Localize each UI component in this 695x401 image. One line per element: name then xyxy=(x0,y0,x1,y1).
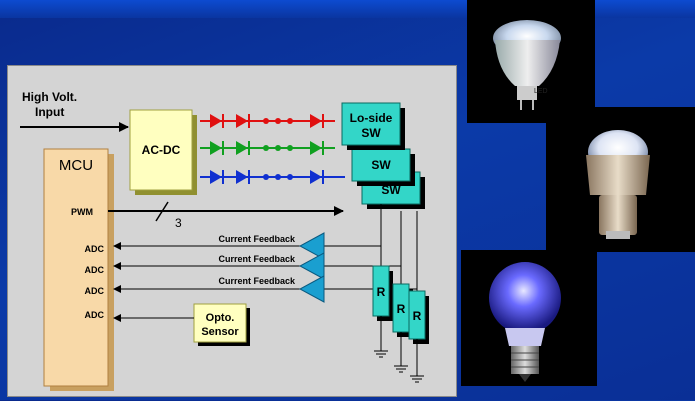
loside-label-line1: Lo-side xyxy=(350,111,393,125)
led-string-green xyxy=(200,141,335,155)
acdc-label: AC-DC xyxy=(142,143,181,157)
spot-body xyxy=(495,40,560,86)
sw2-block xyxy=(351,148,411,182)
acdc-block xyxy=(129,109,193,191)
mcu-block xyxy=(43,148,109,387)
resistor-2-label: R xyxy=(397,302,406,316)
resistor-1-label: R xyxy=(377,285,386,299)
feedback-label-3: Current Feedback xyxy=(218,276,296,286)
opto-label-line2: Sensor xyxy=(201,326,239,338)
amplifier-2 xyxy=(298,252,325,280)
circuit-diagram: High Volt. Input MCU PWM ADC ADC ADC ADC… xyxy=(20,90,429,391)
led-string-blue xyxy=(200,170,345,184)
feedback-label-2: Current Feedback xyxy=(218,254,296,264)
loside-switch-block xyxy=(341,102,401,146)
amplifier-1 xyxy=(298,232,325,260)
adc-label-1: ADC xyxy=(85,244,105,254)
ground-symbol-2 xyxy=(394,332,408,373)
sw2-label: SW xyxy=(371,158,391,172)
photo-blue-led-bulb xyxy=(461,250,597,386)
adc-label-2: ADC xyxy=(85,265,105,275)
adc-label-4: ADC xyxy=(85,310,105,320)
bus-slash xyxy=(155,201,169,222)
feedback-label-1: Current Feedback xyxy=(218,234,296,244)
opto-sensor-block xyxy=(193,303,247,343)
pwm-label: PWM xyxy=(71,207,93,217)
resistor-3-label: R xyxy=(413,309,422,323)
ground-symbol-3 xyxy=(410,339,424,383)
input-label-line2: Input xyxy=(35,105,64,119)
amplifier-3 xyxy=(298,275,325,303)
bulb1-text: LED xyxy=(534,88,548,95)
photo-led-bayonet-bulb xyxy=(546,107,695,252)
sw3-label: SW xyxy=(381,183,401,197)
led-string-red xyxy=(200,114,335,128)
loside-label-line2: SW xyxy=(361,126,381,140)
adc-label-3: ADC xyxy=(85,286,105,296)
bus-width-label: 3 xyxy=(175,216,182,230)
diagram-panel: High Volt. Input MCU PWM ADC ADC ADC ADC… xyxy=(7,65,457,397)
photo-led-spotlight: LED xyxy=(467,0,595,123)
opto-label-line1: Opto. xyxy=(206,312,235,324)
ground-symbol-1 xyxy=(374,316,388,358)
input-label-line1: High Volt. xyxy=(22,90,77,104)
mcu-label: MCU xyxy=(59,157,93,174)
